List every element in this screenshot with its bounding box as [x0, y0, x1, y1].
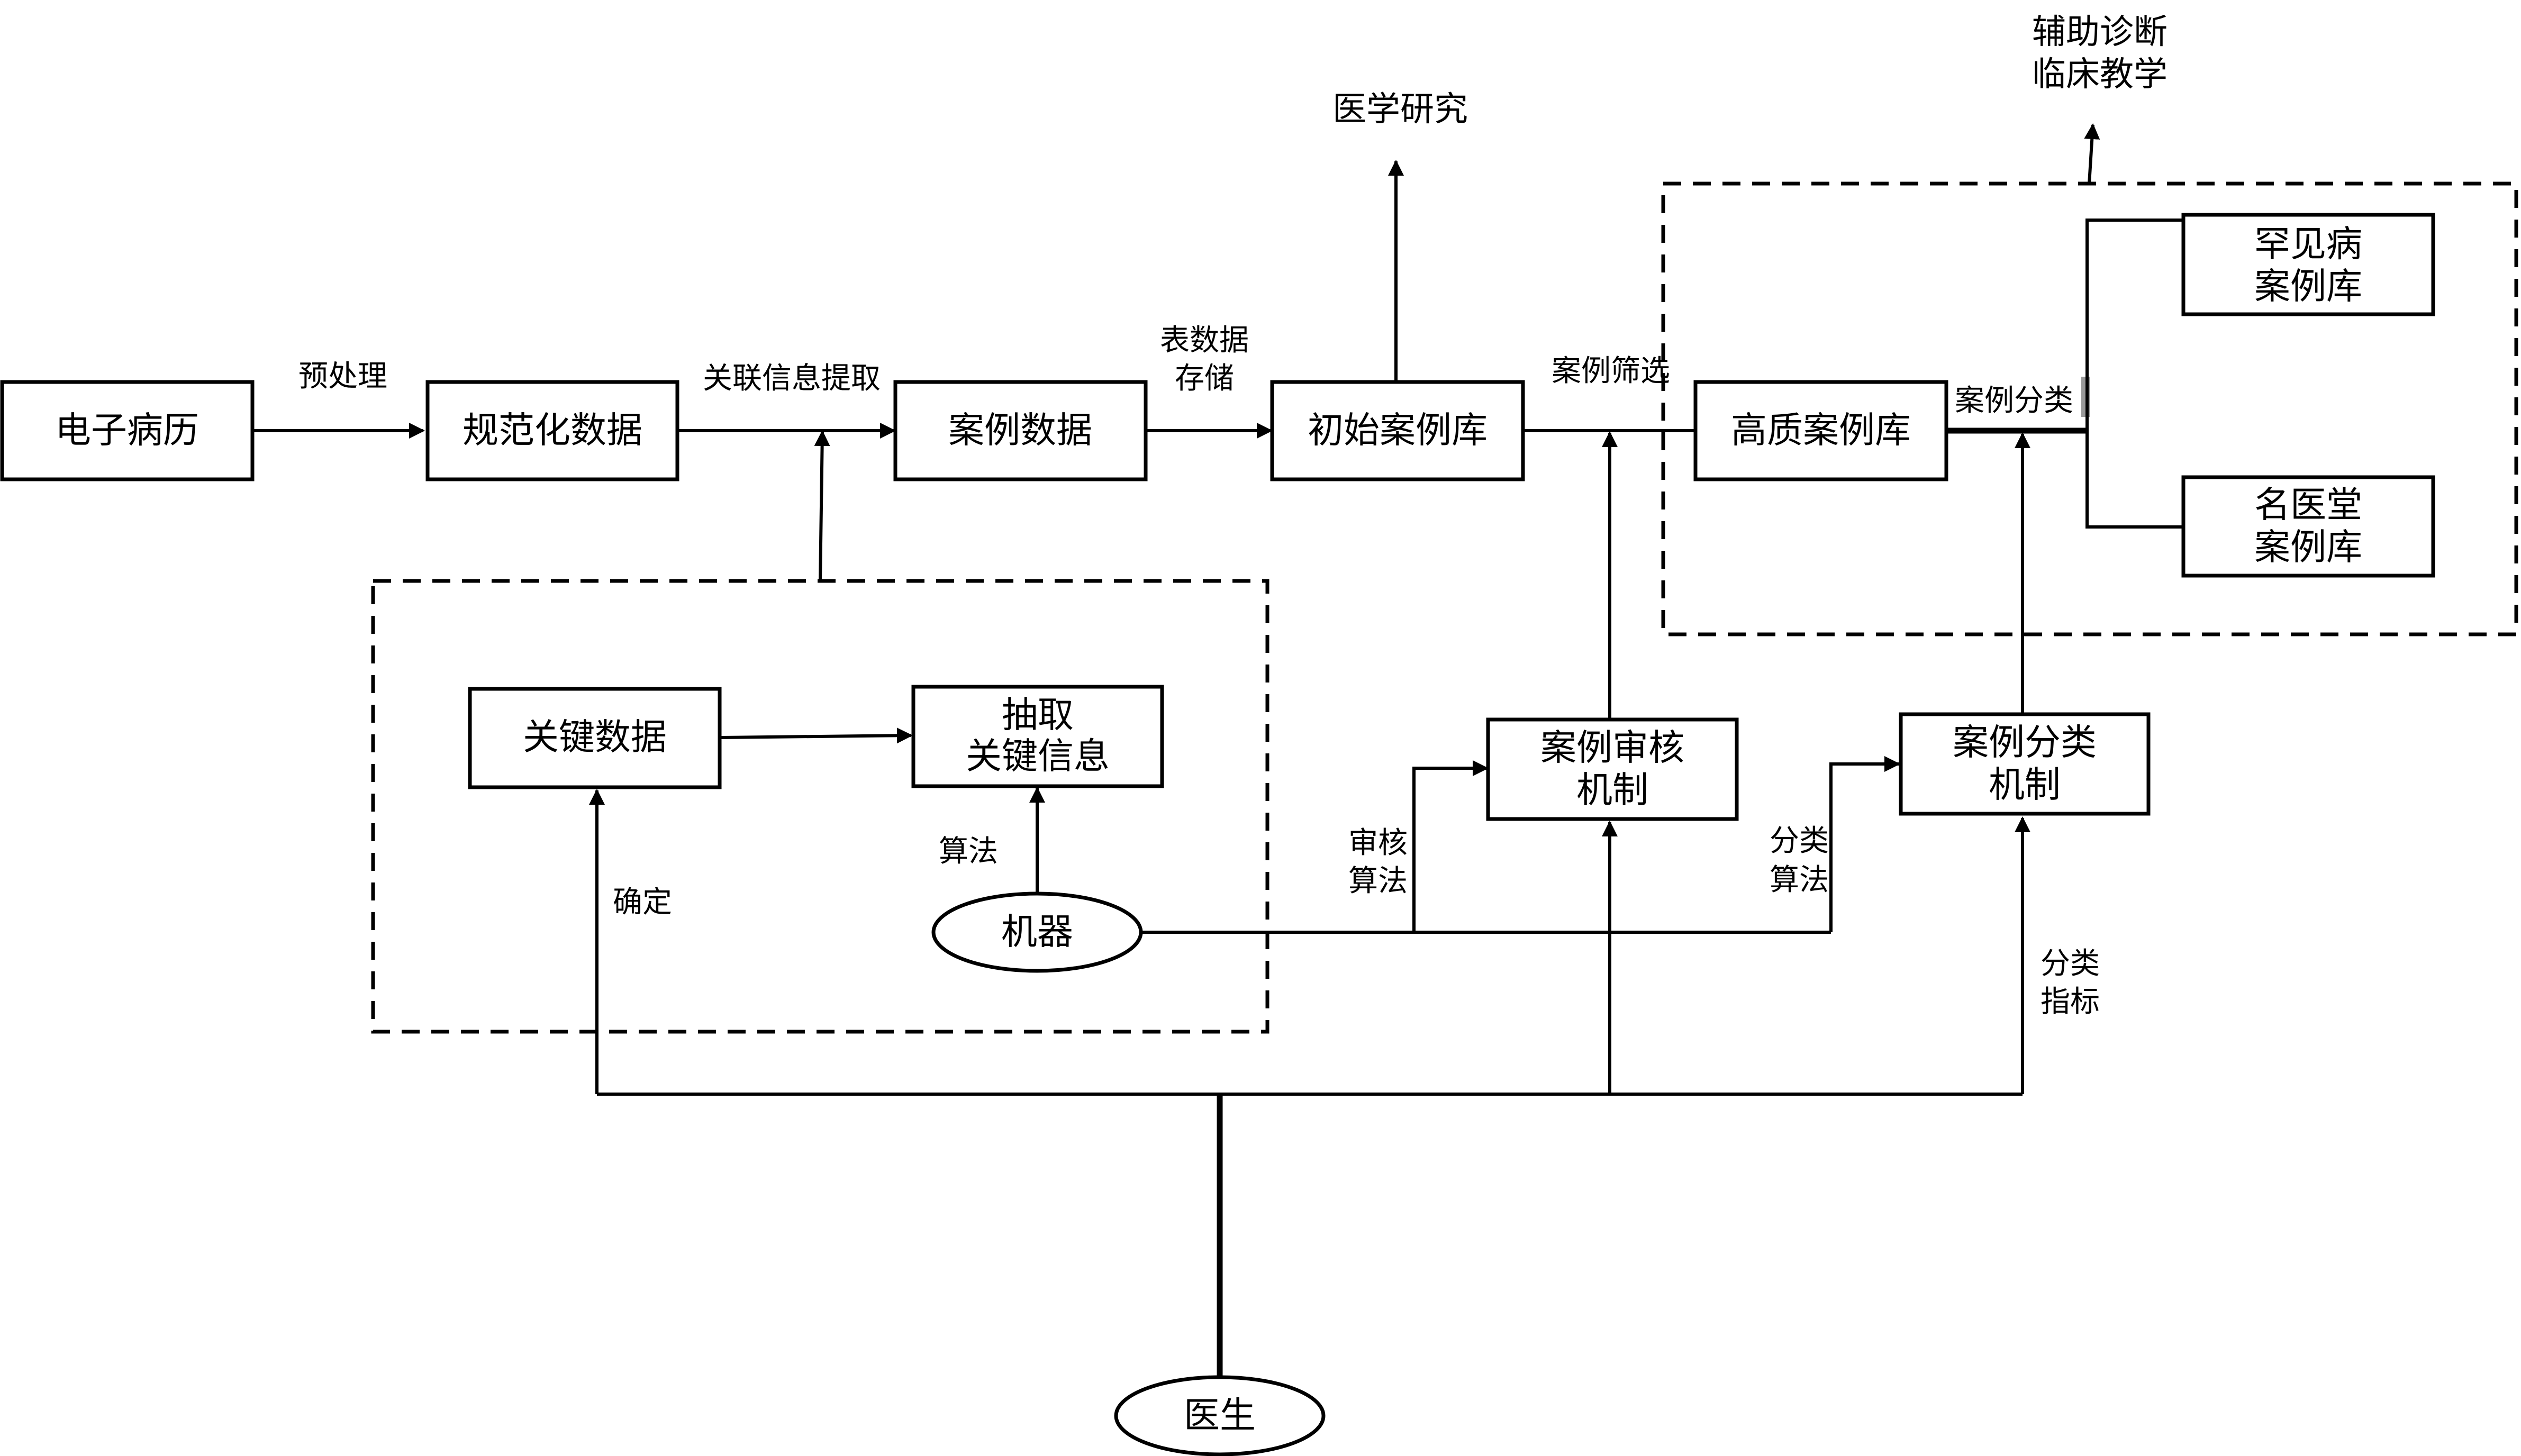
box-rare-disease-library-line1: 罕见病 — [2254, 224, 2362, 266]
arrow-keygroup-to-relation — [814, 430, 830, 581]
box-rare-disease-library: 罕见病 案例库 — [2181, 213, 2435, 316]
box-emr-label: 电子病历 — [55, 410, 199, 452]
box-extract-key-info-line2: 关键信息 — [966, 736, 1110, 778]
box-extract-key-info: 抽取 关键信息 — [911, 685, 1164, 788]
box-extract-key-info-line1: 抽取 — [1002, 695, 1074, 736]
label-medical-research: 医学研究 — [1332, 90, 1468, 129]
label-output-line2: 临床教学 — [2032, 55, 2168, 94]
label-review-algorithm-line2: 算法 — [1348, 864, 1408, 898]
box-case-classification-line1: 案例分类 — [1953, 722, 2097, 764]
label-case-screening: 案例筛选 — [1552, 354, 1670, 388]
label-classify-index-line1: 分类 — [2041, 947, 2100, 981]
box-case-classification: 案例分类 机制 — [1899, 712, 2151, 816]
arrow-group-to-outputs — [2084, 123, 2100, 184]
line-split-to-rare — [2085, 219, 2182, 431]
ellipse-machine-label: 机器 — [1001, 912, 1073, 953]
box-case-data-label: 案例数据 — [948, 410, 1092, 452]
label-output-line1: 辅助诊断 — [2032, 13, 2168, 52]
label-classify-algorithm-line1: 分类 — [1770, 824, 1829, 858]
box-initial-library-label: 初始案例库 — [1308, 410, 1488, 452]
ellipse-doctor-label: 医生 — [1184, 1395, 1256, 1437]
box-case-review: 案例审核 机制 — [1486, 717, 1739, 821]
box-famous-doctor-library-line1: 名医堂 — [2254, 485, 2362, 526]
box-case-review-line2: 机制 — [1576, 770, 1648, 812]
box-case-data: 案例数据 — [893, 380, 1148, 481]
label-preprocess: 预处理 — [298, 359, 387, 394]
label-classify-algorithm-line2: 算法 — [1770, 863, 1829, 897]
label-table-storage-line1: 表数据 — [1160, 323, 1249, 358]
arrow-key-data-to-extract — [719, 727, 913, 744]
ellipse-machine: 机器 — [931, 891, 1143, 973]
box-rare-disease-library-line2: 案例库 — [2254, 266, 2362, 308]
label-table-storage-line2: 存储 — [1175, 361, 1234, 396]
label-confirm: 确定 — [613, 885, 672, 920]
box-key-data: 关键数据 — [468, 687, 722, 789]
box-normalized: 规范化数据 — [425, 380, 679, 481]
box-famous-doctor-library-line2: 案例库 — [2254, 527, 2362, 569]
box-emr: 电子病历 — [0, 380, 255, 481]
box-normalized-label: 规范化数据 — [463, 410, 642, 452]
box-initial-library: 初始案例库 — [1270, 380, 1525, 481]
ellipse-doctor: 医生 — [1114, 1375, 1326, 1456]
box-case-review-line1: 案例审核 — [1540, 727, 1684, 769]
label-case-classify: 案例分类 — [1955, 384, 2073, 418]
box-high-quality-library: 高质案例库 — [1693, 380, 1948, 481]
label-algorithm: 算法 — [939, 834, 998, 869]
arrow-to-case-review — [1412, 760, 1489, 932]
box-key-data-label: 关键数据 — [523, 717, 667, 759]
box-famous-doctor-library: 名医堂 案例库 — [2181, 475, 2435, 578]
arrow-to-case-classification — [1829, 756, 1900, 932]
label-relation-extraction: 关联信息提取 — [703, 361, 881, 396]
label-review-algorithm-line1: 审核 — [1348, 826, 1408, 860]
line-split-to-famous — [2085, 431, 2182, 529]
label-classify-index-line2: 指标 — [2041, 985, 2100, 1019]
box-high-quality-library-label: 高质案例库 — [1731, 410, 1911, 452]
box-case-classification-line2: 机制 — [1989, 765, 2061, 806]
connectors — [252, 123, 2182, 1378]
key-info-group-frame — [371, 579, 1269, 1034]
